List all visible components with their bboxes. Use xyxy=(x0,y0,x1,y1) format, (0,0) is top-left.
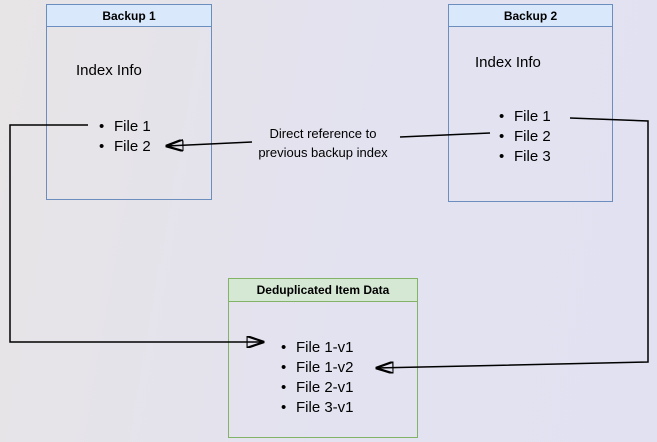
bullet-icon: • xyxy=(281,338,287,356)
list-item: • File 2 xyxy=(99,136,151,156)
list-item: • File 3 xyxy=(499,146,551,166)
bullet-icon: • xyxy=(499,107,505,125)
node-backup-1-title: Backup 1 xyxy=(47,5,211,27)
annotation-direct-reference: Direct reference to previous backup inde… xyxy=(232,124,414,162)
node-dedup-title: Deduplicated Item Data xyxy=(229,279,417,302)
annotation-line-2: previous backup index xyxy=(258,145,388,160)
file-label: File 1 xyxy=(114,117,151,135)
annotation-line-1: Direct reference to xyxy=(269,126,377,141)
dedup-file-list: • File 1-v1 • File 1-v2 • File 2-v1 • File 3… xyxy=(281,337,354,417)
list-item: • File 1-v2 xyxy=(281,357,354,377)
node-backup-2: Backup 2 Index Info • File 1 • File 2 • Fil… xyxy=(448,4,613,202)
file-label: File 2 xyxy=(114,137,151,155)
file-label: File 3 xyxy=(514,147,551,165)
file-label: File 1 xyxy=(514,107,551,125)
list-item: • File 1 xyxy=(99,116,151,136)
file-label: File 1-v2 xyxy=(296,358,354,376)
list-item: • File 1 xyxy=(499,106,551,126)
backup-2-file-list: • File 1 • File 2 • File 3 xyxy=(499,106,551,166)
file-label: File 2-v1 xyxy=(296,378,354,396)
list-item: • File 2-v1 xyxy=(281,377,354,397)
bullet-icon: • xyxy=(499,147,505,165)
bullet-icon: • xyxy=(99,137,105,155)
bullet-icon: • xyxy=(499,127,505,145)
backup-1-file-list: • File 1 • File 2 xyxy=(99,116,151,156)
node-deduplicated-item-data: Deduplicated Item Data • File 1-v1 • File … xyxy=(228,278,418,438)
node-backup-2-subtitle: Index Info xyxy=(475,54,541,71)
node-backup-1: Backup 1 Index Info • File 1 • File 2 xyxy=(46,4,212,200)
file-label: File 3-v1 xyxy=(296,398,354,416)
list-item: • File 1-v1 xyxy=(281,337,354,357)
node-backup-1-subtitle: Index Info xyxy=(76,62,142,79)
file-label: File 2 xyxy=(514,127,551,145)
list-item: • File 3-v1 xyxy=(281,397,354,417)
bullet-icon: • xyxy=(281,398,287,416)
list-item: • File 2 xyxy=(499,126,551,146)
bullet-icon: • xyxy=(99,117,105,135)
bullet-icon: • xyxy=(281,378,287,396)
bullet-icon: • xyxy=(281,358,287,376)
node-backup-2-title: Backup 2 xyxy=(449,5,612,27)
file-label: File 1-v1 xyxy=(296,338,354,356)
